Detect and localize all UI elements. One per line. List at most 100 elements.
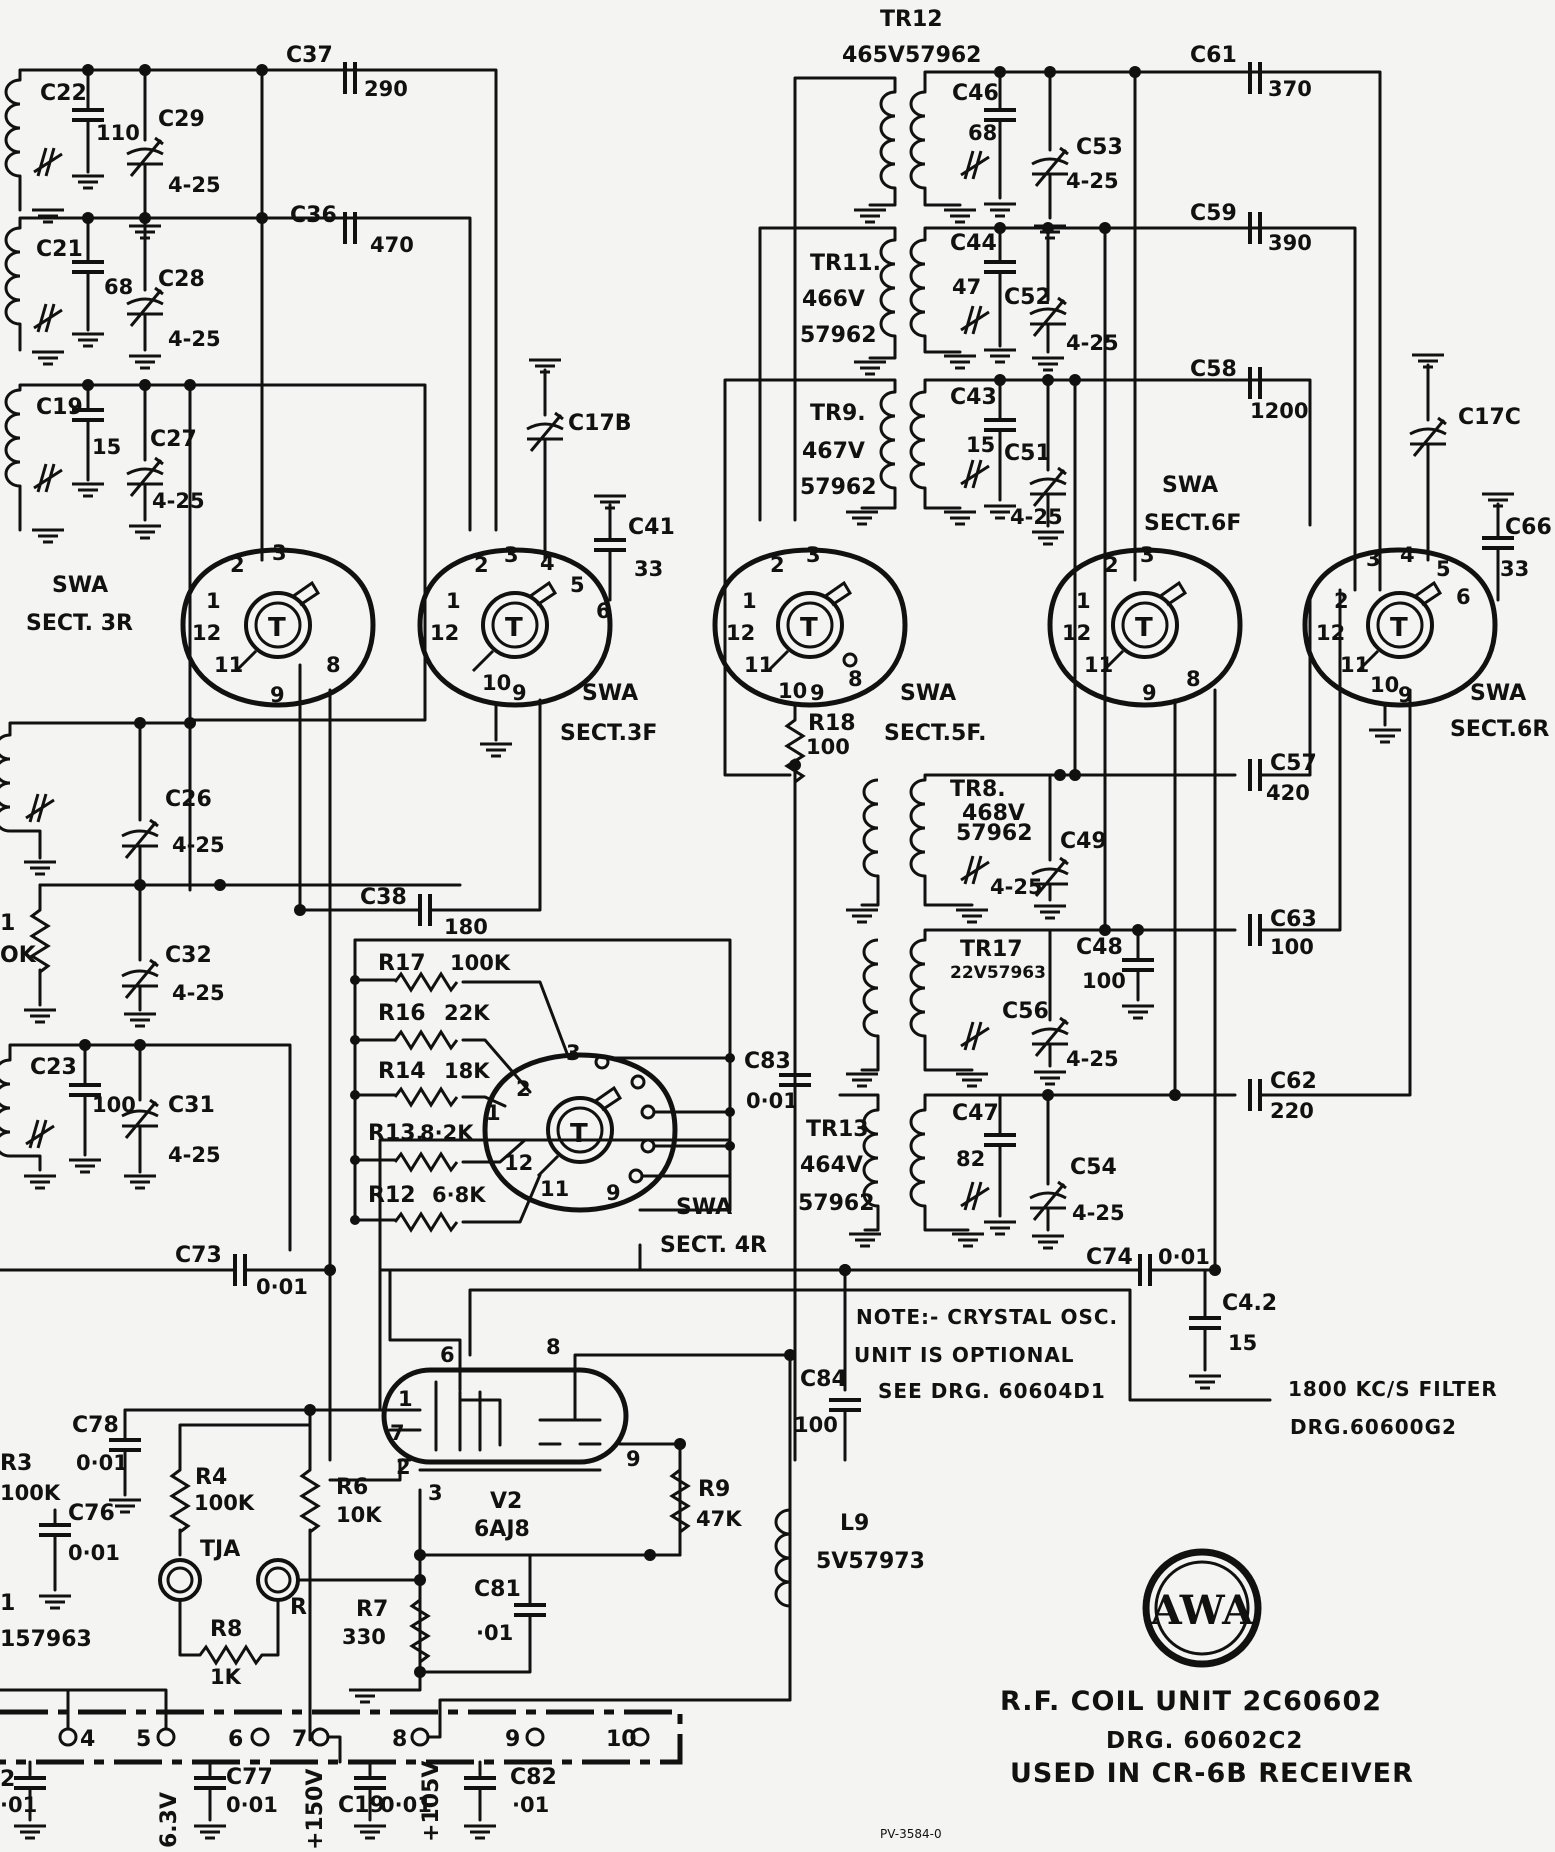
svg-text:330: 330 bbox=[342, 1625, 386, 1649]
svg-text:47: 47 bbox=[952, 275, 981, 299]
svg-text:SECT.6R: SECT.6R bbox=[1450, 717, 1549, 742]
svg-text:C37: C37 bbox=[286, 43, 333, 68]
svg-text:3: 3 bbox=[566, 1041, 581, 1065]
svg-text:C59: C59 bbox=[1190, 201, 1237, 226]
svg-text:C56: C56 bbox=[1002, 999, 1049, 1024]
footer-code: PV-3584-0 bbox=[880, 1827, 942, 1841]
swa-sect-6f: T 1 2 3 12 11 9 8 SWA SECT.6F bbox=[1050, 473, 1241, 1272]
svg-text:C41: C41 bbox=[628, 515, 675, 540]
svg-text:4-25: 4-25 bbox=[168, 173, 221, 197]
svg-text:SWA: SWA bbox=[52, 573, 108, 598]
svg-text:465V57962: 465V57962 bbox=[842, 43, 982, 68]
svg-text:UNIT IS OPTIONAL: UNIT IS OPTIONAL bbox=[854, 1343, 1075, 1367]
svg-text:470: 470 bbox=[370, 233, 414, 257]
svg-text:R7: R7 bbox=[356, 1597, 388, 1622]
svg-text:1: 1 bbox=[206, 589, 221, 613]
svg-text:7: 7 bbox=[292, 1727, 307, 1752]
svg-text:0·01: 0·01 bbox=[68, 1541, 120, 1565]
svg-text:0·01: 0·01 bbox=[380, 1793, 432, 1817]
svg-text:1: 1 bbox=[398, 1387, 413, 1411]
svg-text:10: 10 bbox=[482, 671, 511, 695]
svg-text:SWA: SWA bbox=[900, 681, 956, 706]
swa-sect-6r: T 2 3 4 5 6 12 11 10 9 SWA SECT.6R C17C … bbox=[1305, 353, 1552, 744]
svg-text:10K: 10K bbox=[336, 1503, 382, 1527]
svg-text:C22: C22 bbox=[40, 81, 87, 106]
svg-text:9: 9 bbox=[606, 1181, 621, 1205]
svg-text:180: 180 bbox=[444, 915, 488, 939]
svg-text:2: 2 bbox=[396, 1455, 411, 1479]
svg-text:1: 1 bbox=[446, 589, 461, 613]
svg-text:468V: 468V bbox=[962, 801, 1025, 826]
svg-text:3: 3 bbox=[1366, 547, 1381, 571]
svg-text:T: T bbox=[800, 613, 818, 643]
svg-text:4-25: 4-25 bbox=[1010, 505, 1063, 529]
svg-text:NOTE:- CRYSTAL OSC.: NOTE:- CRYSTAL OSC. bbox=[856, 1305, 1118, 1329]
svg-text:290: 290 bbox=[364, 77, 408, 101]
svg-text:0·01: 0·01 bbox=[256, 1275, 308, 1299]
svg-text:C28: C28 bbox=[158, 267, 205, 292]
svg-text:3: 3 bbox=[1140, 543, 1155, 567]
svg-text:4-25: 4-25 bbox=[1066, 1047, 1119, 1071]
svg-text:C32: C32 bbox=[165, 943, 212, 968]
svg-text:6: 6 bbox=[596, 599, 611, 623]
svg-text:C43: C43 bbox=[950, 385, 997, 410]
svg-text:2: 2 bbox=[516, 1077, 531, 1101]
svg-text:9: 9 bbox=[270, 683, 285, 707]
svg-text:C54: C54 bbox=[1070, 1155, 1117, 1180]
title-line-2: DRG. 60602C2 bbox=[1106, 1728, 1303, 1754]
svg-text:11: 11 bbox=[214, 653, 243, 677]
svg-text:C19: C19 bbox=[36, 395, 83, 420]
svg-text:466V: 466V bbox=[802, 287, 865, 312]
crystal-note: NOTE:- CRYSTAL OSC. UNIT IS OPTIONAL SEE… bbox=[854, 1305, 1118, 1403]
svg-text:V2: V2 bbox=[490, 1489, 522, 1514]
svg-text:C4.2: C4.2 bbox=[1222, 1291, 1277, 1316]
svg-text:C66: C66 bbox=[1505, 515, 1552, 540]
svg-text:82: 82 bbox=[956, 1147, 985, 1171]
svg-text:C38: C38 bbox=[360, 885, 407, 910]
svg-text:4-25: 4-25 bbox=[1066, 331, 1119, 355]
svg-text:1: 1 bbox=[486, 1101, 501, 1125]
title-block: R.F. COIL UNIT 2C60602 DRG. 60602C2 USED… bbox=[880, 1686, 1413, 1841]
svg-text:12: 12 bbox=[726, 621, 755, 645]
awa-logo: AWA bbox=[1142, 1548, 1262, 1668]
svg-text:SECT. 3R: SECT. 3R bbox=[26, 611, 133, 636]
svg-text:2: 2 bbox=[230, 553, 245, 577]
svg-text:C48: C48 bbox=[1076, 935, 1123, 960]
svg-text:5: 5 bbox=[136, 1727, 151, 1752]
svg-text:3: 3 bbox=[806, 543, 821, 567]
svg-text:8: 8 bbox=[1186, 667, 1201, 691]
svg-text:9: 9 bbox=[505, 1727, 520, 1752]
svg-text:9: 9 bbox=[626, 1447, 641, 1471]
svg-text:SWA: SWA bbox=[1470, 681, 1526, 706]
svg-text:1: 1 bbox=[0, 911, 15, 936]
svg-text:4-25: 4-25 bbox=[168, 1143, 221, 1167]
svg-text:10: 10 bbox=[1370, 673, 1399, 697]
svg-text:2: 2 bbox=[474, 553, 489, 577]
svg-text:SECT.3F: SECT.3F bbox=[560, 721, 657, 746]
svg-text:C83: C83 bbox=[744, 1049, 791, 1074]
svg-text:0·01: 0·01 bbox=[1158, 1245, 1210, 1269]
svg-text:L9: L9 bbox=[840, 1511, 869, 1536]
svg-text:68: 68 bbox=[104, 275, 133, 299]
svg-text:R4: R4 bbox=[195, 1465, 227, 1490]
svg-text:0·01: 0·01 bbox=[226, 1793, 278, 1817]
svg-text:T: T bbox=[505, 613, 523, 643]
svg-text:C46: C46 bbox=[952, 81, 999, 106]
svg-text:C74: C74 bbox=[1086, 1245, 1133, 1270]
svg-text:C81: C81 bbox=[474, 1577, 521, 1602]
svg-text:SECT.6F: SECT.6F bbox=[1144, 511, 1241, 536]
svg-text:4-25: 4-25 bbox=[168, 327, 221, 351]
svg-text:C62: C62 bbox=[1270, 1069, 1317, 1094]
svg-text:8: 8 bbox=[326, 653, 341, 677]
svg-text:9: 9 bbox=[512, 681, 527, 705]
svg-text:C44: C44 bbox=[950, 231, 997, 256]
svg-text:+150V: +150V bbox=[303, 1769, 328, 1850]
svg-text:4-25: 4-25 bbox=[990, 875, 1043, 899]
svg-text:100: 100 bbox=[1082, 969, 1126, 993]
svg-text:R6: R6 bbox=[336, 1475, 368, 1500]
svg-text:R14: R14 bbox=[378, 1059, 426, 1084]
